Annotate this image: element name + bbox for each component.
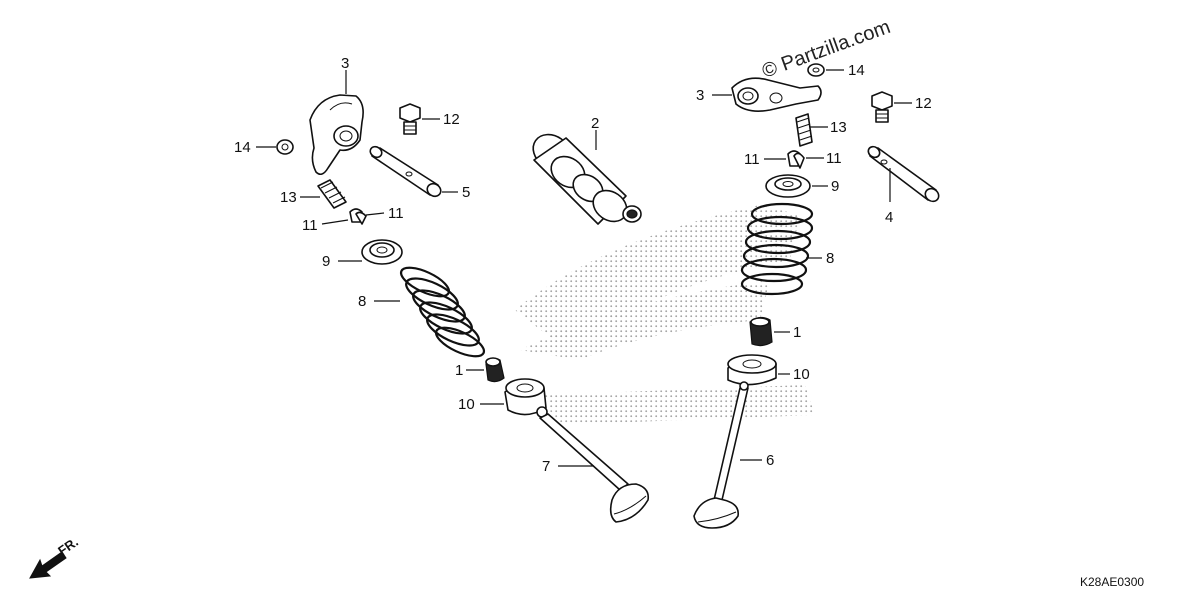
left-rocker-shaft[interactable] xyxy=(368,145,443,199)
callout-left-adjuster: 13 xyxy=(280,189,297,206)
right-adjuster-screw[interactable] xyxy=(795,113,813,147)
left-valve-spring[interactable] xyxy=(397,262,488,362)
callout-left-cotter-b: 11 xyxy=(388,205,404,222)
callout-right-bolt: 12 xyxy=(915,95,932,112)
right-nut[interactable] xyxy=(807,63,825,77)
callout-right-seat: 10 xyxy=(793,366,810,383)
left-spring-seat[interactable] xyxy=(504,378,547,416)
right-spring-retainer[interactable] xyxy=(765,174,811,198)
callout-left-valve: 7 xyxy=(542,458,550,475)
callout-left-seat: 10 xyxy=(458,396,475,413)
callout-left-rocker-arm: 3 xyxy=(341,55,349,72)
right-valve-spring[interactable] xyxy=(740,202,814,296)
callout-camshaft: 2 xyxy=(591,115,599,132)
left-nut[interactable] xyxy=(276,139,294,155)
callout-right-cotter-a: 11 xyxy=(744,151,760,168)
callout-left-bolt: 12 xyxy=(443,111,460,128)
camshaft[interactable] xyxy=(526,127,642,227)
callout-right-retainer: 9 xyxy=(831,178,839,195)
front-direction-indicator: FR. xyxy=(29,534,81,579)
drawing-code: K28AE0300 xyxy=(1080,575,1144,589)
right-valve[interactable] xyxy=(693,381,749,529)
watermark-text: © Partzilla.com xyxy=(759,16,893,83)
callout-right-adjuster: 13 xyxy=(830,119,847,136)
right-rocker-arm[interactable] xyxy=(731,77,822,112)
callout-right-spring: 8 xyxy=(826,250,834,267)
left-stem-seal[interactable] xyxy=(485,357,505,383)
left-valve[interactable] xyxy=(536,406,650,523)
right-valve-cotters[interactable] xyxy=(787,150,805,169)
left-adjuster-screw[interactable] xyxy=(317,179,347,209)
callout-left-retainer: 9 xyxy=(322,253,330,270)
callout-left-nut: 14 xyxy=(234,139,251,156)
right-rocker-shaft[interactable] xyxy=(866,144,941,204)
left-rocker-arm[interactable] xyxy=(309,94,364,176)
left-spring-retainer[interactable] xyxy=(361,239,403,265)
callout-left-shaft: 5 xyxy=(462,184,470,201)
right-stem-seal[interactable] xyxy=(749,316,773,347)
right-bolt[interactable] xyxy=(871,91,893,123)
callout-left-seal: 1 xyxy=(455,362,463,379)
callout-right-nut: 14 xyxy=(848,62,865,79)
background-brand-pattern xyxy=(515,205,815,425)
callout-right-shaft: 4 xyxy=(885,209,893,226)
left-valve-cotters[interactable] xyxy=(349,208,367,225)
callout-right-seal: 1 xyxy=(793,324,801,341)
callout-right-cotter-b: 11 xyxy=(826,150,842,167)
right-spring-seat[interactable] xyxy=(727,354,777,386)
callout-left-spring: 8 xyxy=(358,293,366,310)
callout-right-valve: 6 xyxy=(766,452,774,469)
callout-right-rocker-arm: 3 xyxy=(696,87,704,104)
callout-left-cotter-a: 11 xyxy=(302,217,318,234)
left-bolt[interactable] xyxy=(399,103,421,135)
